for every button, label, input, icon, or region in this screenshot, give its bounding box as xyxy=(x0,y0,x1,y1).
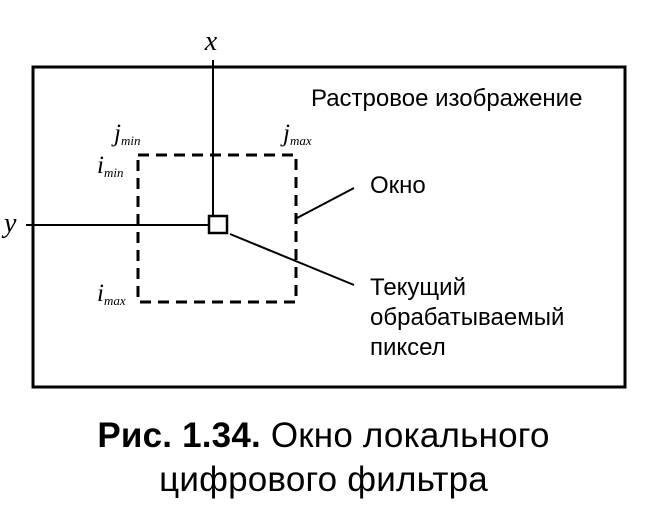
pixel-leader-line xyxy=(229,233,355,286)
window-leader-line xyxy=(296,187,355,219)
figure-number: Рис. 1.34. xyxy=(97,416,261,455)
figure-caption-line-2: цифрового фильтра xyxy=(0,458,647,502)
current-pixel-label-line-2: обрабатываемый xyxy=(370,304,564,331)
current-pixel-label-line-3: пиксел xyxy=(370,334,446,361)
raster-image-frame xyxy=(31,65,627,389)
j-min-label: jmin xyxy=(111,120,140,148)
filter-window xyxy=(136,153,298,304)
i-max-label: imax xyxy=(97,280,126,308)
axis-y-label: y xyxy=(1,208,17,239)
figure-title-part-2: цифрового фильтра xyxy=(159,460,488,499)
window-label: Окно xyxy=(370,172,426,199)
current-pixel-square xyxy=(207,214,229,235)
j-max-label: jmax xyxy=(280,120,312,148)
i-min-label: imin xyxy=(97,152,123,180)
figure-caption-line-1: Рис. 1.34. Окно локального xyxy=(0,414,647,458)
current-pixel-label-line-1: Текущий xyxy=(370,274,466,301)
axis-x-label: x xyxy=(204,26,218,57)
figure-title-part-1: Окно локального xyxy=(260,416,550,455)
raster-image-label: Растровое изображение xyxy=(311,85,582,112)
